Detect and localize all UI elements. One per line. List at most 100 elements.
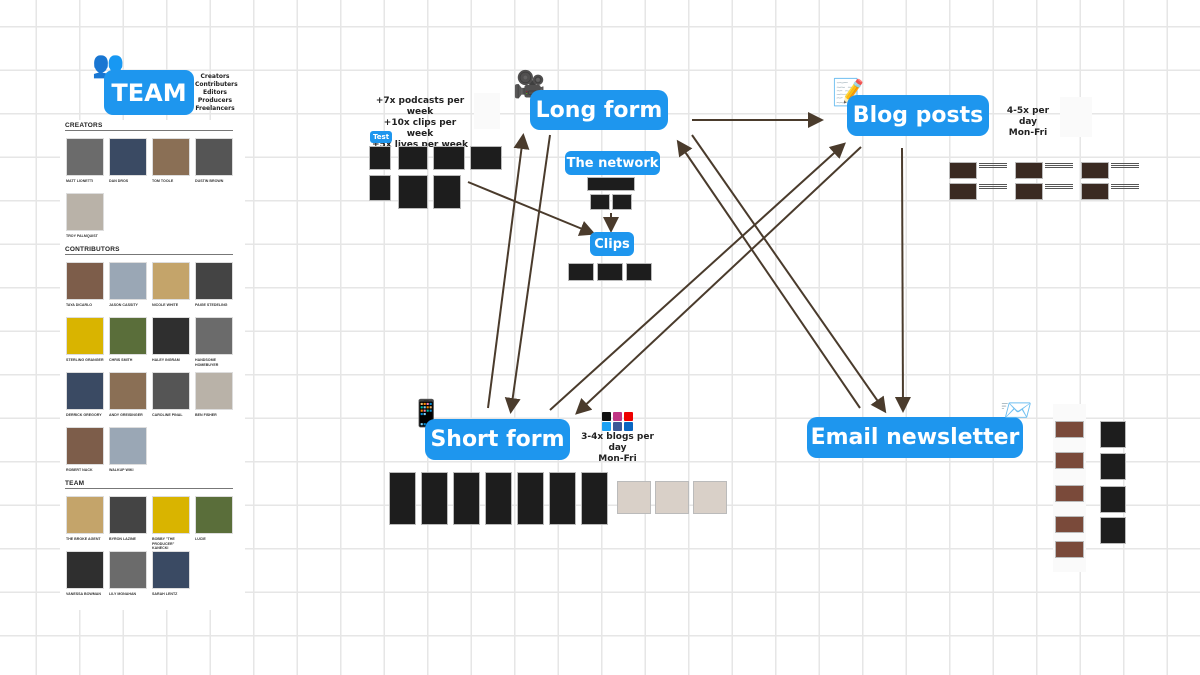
- member-photo: [109, 262, 147, 300]
- team-member: CAROLINE PINAL: [152, 372, 190, 418]
- team-member: LUCIE: [195, 496, 233, 542]
- newsletter-item: [1055, 541, 1084, 558]
- team-member: VANESSA BOWMAN: [66, 551, 104, 597]
- blog-caption: [1111, 163, 1139, 169]
- social-icons: [597, 411, 637, 431]
- member-name: BEN FISHER: [195, 413, 217, 417]
- member-name: TOM TOOLE: [152, 179, 174, 183]
- team-member: WALKUP WIKI: [109, 427, 147, 473]
- node-long-form[interactable]: Long form: [530, 90, 668, 130]
- newsletter-ad: [1100, 453, 1126, 480]
- clip-thumbnail: [568, 263, 594, 281]
- node-the-network[interactable]: The network: [565, 151, 660, 175]
- blog-thumbnail: [1015, 183, 1043, 200]
- arrow-long-to-short: [504, 134, 551, 414]
- short-video-thumbnail: [655, 481, 689, 514]
- team-member: TROY PALMQUIST: [66, 193, 104, 239]
- member-name: BYRON LAZINE: [109, 537, 136, 541]
- newsletter-ad: [1100, 421, 1126, 448]
- arrow-short-to-long: [487, 133, 530, 409]
- member-photo: [152, 262, 190, 300]
- short-video-thumbnail: [581, 472, 608, 525]
- clip-thumbnail: [626, 263, 652, 281]
- short-video-thumbnail: [453, 472, 480, 525]
- member-name: THE BROKE AGENT: [66, 537, 101, 541]
- node-email-newsletter[interactable]: Email newsletter: [807, 417, 1023, 458]
- twitter-icon: [601, 422, 611, 431]
- member-name: CAROLINE PINAL: [152, 413, 183, 417]
- member-photo: [195, 317, 233, 355]
- member-photo: [109, 551, 147, 589]
- member-photo: [109, 317, 147, 355]
- member-name: VANESSA BOWMAN: [66, 592, 101, 596]
- member-name: WALKUP WIKI: [109, 468, 134, 472]
- blog-caption: [1045, 184, 1073, 190]
- member-photo: [109, 138, 147, 176]
- team-member: BYRON LAZINE: [109, 496, 147, 542]
- network-thumbnail: [612, 194, 632, 210]
- short-video-thumbnail: [693, 481, 727, 514]
- arrow-test-to-clips: [467, 181, 596, 236]
- member-name: HALEY INGRAM: [152, 358, 180, 362]
- team-title[interactable]: TEAM: [104, 70, 194, 115]
- team-member: BEN FISHER: [195, 372, 233, 418]
- blog-thumbnail: [949, 183, 977, 200]
- team-member: BOBBY "THE PRODUCER" KANECKI: [152, 496, 190, 551]
- member-photo: [66, 193, 104, 231]
- podcast-menu-screenshot: [474, 93, 500, 129]
- role: Creators: [200, 73, 230, 80]
- long-form-note: +7x podcasts per week+10x clips per week…: [370, 96, 470, 151]
- short-video-thumbnail: [549, 472, 576, 525]
- member-name: LILY MONAHAN: [109, 592, 137, 596]
- role: Contributers: [195, 81, 238, 88]
- blog-thumbnail: [1081, 162, 1109, 179]
- video-thumbnail: [369, 175, 391, 201]
- newsletter-ad: [1100, 517, 1126, 544]
- team-member: STERLING GRANGER: [66, 317, 104, 363]
- member-name: SARAH LENTZ: [152, 592, 178, 596]
- member-photo: [195, 496, 233, 534]
- member-photo: [195, 372, 233, 410]
- member-name: PAIGE STEDELING: [195, 303, 228, 307]
- node-test[interactable]: Test: [370, 131, 392, 143]
- member-name: ROBERT NACK: [66, 468, 93, 472]
- team-member: DERRICK GREGORY: [66, 372, 104, 418]
- member-photo: [66, 427, 104, 465]
- node-blog-posts[interactable]: Blog posts: [847, 95, 989, 136]
- member-photo: [66, 496, 104, 534]
- note-line: +5x lives per week: [372, 140, 468, 150]
- newsletter-item: [1055, 516, 1084, 533]
- team-member: NICOLE WHITE: [152, 262, 190, 308]
- section-heading: CREATORS: [65, 122, 233, 131]
- blog-menu-screenshot: [1060, 97, 1092, 137]
- member-name: DERRICK GREGORY: [66, 413, 102, 417]
- newsletter-item: [1055, 485, 1084, 502]
- newsletter-item: [1055, 452, 1084, 469]
- member-name: CHRIS SMITH: [109, 358, 133, 362]
- member-photo: [152, 138, 190, 176]
- video-thumbnail: [470, 146, 502, 170]
- network-thumbnail: [587, 177, 635, 191]
- blog-thumbnail: [949, 162, 977, 179]
- note-line: Mon-Fri: [598, 454, 637, 464]
- section-heading: TEAM: [65, 480, 233, 489]
- team-member: DUSTIN BROWN: [195, 138, 233, 184]
- team-member: TOM TOOLE: [152, 138, 190, 184]
- arrow-blog-to-short: [575, 146, 862, 415]
- member-photo: [152, 496, 190, 534]
- member-photo: [109, 496, 147, 534]
- newsletter-ad: [1100, 486, 1126, 513]
- member-name: DUSTIN BROWN: [195, 179, 224, 183]
- blog-caption: [1111, 184, 1139, 190]
- member-photo: [152, 372, 190, 410]
- member-photo: [66, 551, 104, 589]
- blog-caption: [979, 184, 1007, 190]
- team-member: LILY MONAHAN: [109, 551, 147, 597]
- video-thumbnail: [433, 146, 465, 170]
- node-clips[interactable]: Clips: [590, 232, 634, 256]
- section-heading: CONTRIBUTORS: [65, 246, 233, 255]
- node-short-form[interactable]: Short form: [425, 419, 570, 460]
- envelope-icon: 📨: [1000, 396, 1033, 426]
